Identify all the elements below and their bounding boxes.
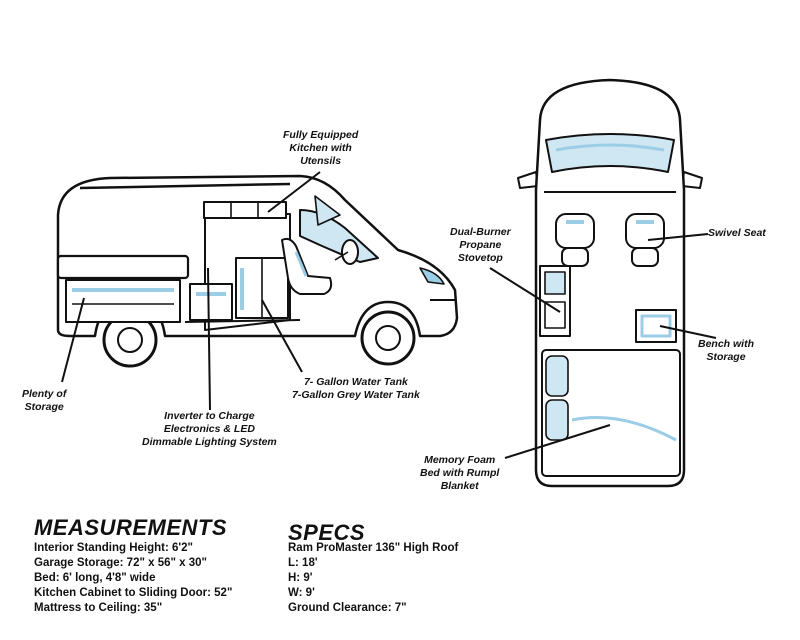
- floor-line: [184, 319, 301, 323]
- rear-wheel-hub: [117, 327, 143, 353]
- label-stovetop-line-2: Propane: [459, 239, 502, 251]
- pillow-2: [545, 399, 569, 441]
- label-tanks: 7- Gallon Water Tank 7-Gallon Grey Water…: [292, 376, 420, 402]
- measurement-line: Bed: 6' long, 4'8" wide: [34, 572, 156, 584]
- leader-bed: [504, 424, 611, 459]
- label-inverter-line-1: Inverter to Charge: [164, 410, 255, 422]
- label-storage-line-2: Storage: [24, 401, 64, 413]
- measurement-line: Garage Storage: 72" x 56" x 30": [34, 557, 207, 569]
- measurement-line: Mattress to Ceiling: 35": [34, 602, 163, 614]
- headlight: [419, 267, 445, 285]
- label-kitchen-line-2: Kitchen with: [289, 142, 352, 154]
- label-tanks-line-2: 7-Gallon Grey Water Tank: [292, 389, 420, 401]
- bed-platform: [56, 254, 190, 280]
- top-windshield: [545, 133, 675, 173]
- label-bed-line-2: Bed with Rumpl: [420, 467, 500, 479]
- leader-tanks: [261, 299, 303, 373]
- specs-title: SPECS: [288, 520, 366, 545]
- label-tanks-line-1: 7- Gallon Water Tank: [303, 376, 408, 388]
- side-window: [314, 195, 341, 226]
- label-inverter-line-2: Electronics & LED: [163, 423, 255, 435]
- label-storage-line-1: Plenty of: [22, 388, 67, 400]
- spec-line: Ram ProMaster 136" High Roof: [288, 542, 459, 554]
- label-stovetop-line-1: Dual-Burner: [450, 226, 511, 238]
- label-swivel-line-1: Swivel Seat: [708, 227, 766, 239]
- steering-wheel: [341, 239, 359, 265]
- measurements-title: MEASUREMENTS: [34, 515, 228, 540]
- spec-line: H: 9': [288, 572, 313, 584]
- stovetop: [544, 271, 566, 295]
- spec-line: Ground Clearance: 7": [288, 602, 407, 614]
- label-storage: Plenty of Storage: [22, 388, 66, 414]
- driver-seat: [281, 237, 333, 295]
- front-wheel-hub: [375, 325, 401, 351]
- label-inverter: Inverter to Charge Electronics & LED Dim…: [142, 410, 277, 449]
- measurement-line: Interior Standing Height: 6'2": [34, 542, 193, 554]
- label-inverter-line-3: Dimmable Lighting System: [142, 436, 277, 448]
- measurement-line: Kitchen Cabinet to Sliding Door: 52": [34, 587, 233, 599]
- leader-bench: [659, 325, 717, 339]
- front-wheel: [360, 310, 416, 366]
- water-tank: [189, 283, 233, 321]
- label-stovetop: Dual-Burner Propane Stovetop: [450, 226, 511, 265]
- label-kitchen-line-1: Fully Equipped: [283, 129, 359, 141]
- leader-storage: [61, 297, 85, 383]
- label-stovetop-line-3: Stovetop: [457, 252, 503, 264]
- label-bed-line-3: Blanket: [440, 480, 479, 492]
- label-kitchen-line-3: Utensils: [300, 155, 342, 167]
- label-bench-line-1: Bench with: [698, 338, 755, 350]
- spec-line: L: 18': [288, 557, 318, 569]
- label-swivel-seat: Swivel Seat: [708, 227, 766, 240]
- label-bed: Memory Foam Bed with Rumpl Blanket: [420, 454, 499, 493]
- label-bed-line-1: Memory Foam: [424, 454, 496, 466]
- label-bench-line-2: Storage: [706, 351, 746, 363]
- side-view-van: [56, 174, 459, 368]
- top-view-van: [517, 78, 703, 488]
- leader-inverter: [207, 267, 211, 411]
- leader-kitchen: [267, 171, 321, 213]
- top-bed: [541, 349, 681, 477]
- pillow-1: [545, 355, 569, 397]
- leader-swivel: [647, 233, 709, 241]
- callout-lines: [61, 171, 717, 459]
- upper-cabinets: [203, 201, 287, 219]
- roof-line: [79, 182, 291, 190]
- label-bench: Bench with Storage: [698, 338, 754, 364]
- label-kitchen: Fully Equipped Kitchen with Utensils: [283, 129, 358, 168]
- spec-line: W: 9': [288, 587, 315, 599]
- leader-stovetop: [489, 267, 561, 313]
